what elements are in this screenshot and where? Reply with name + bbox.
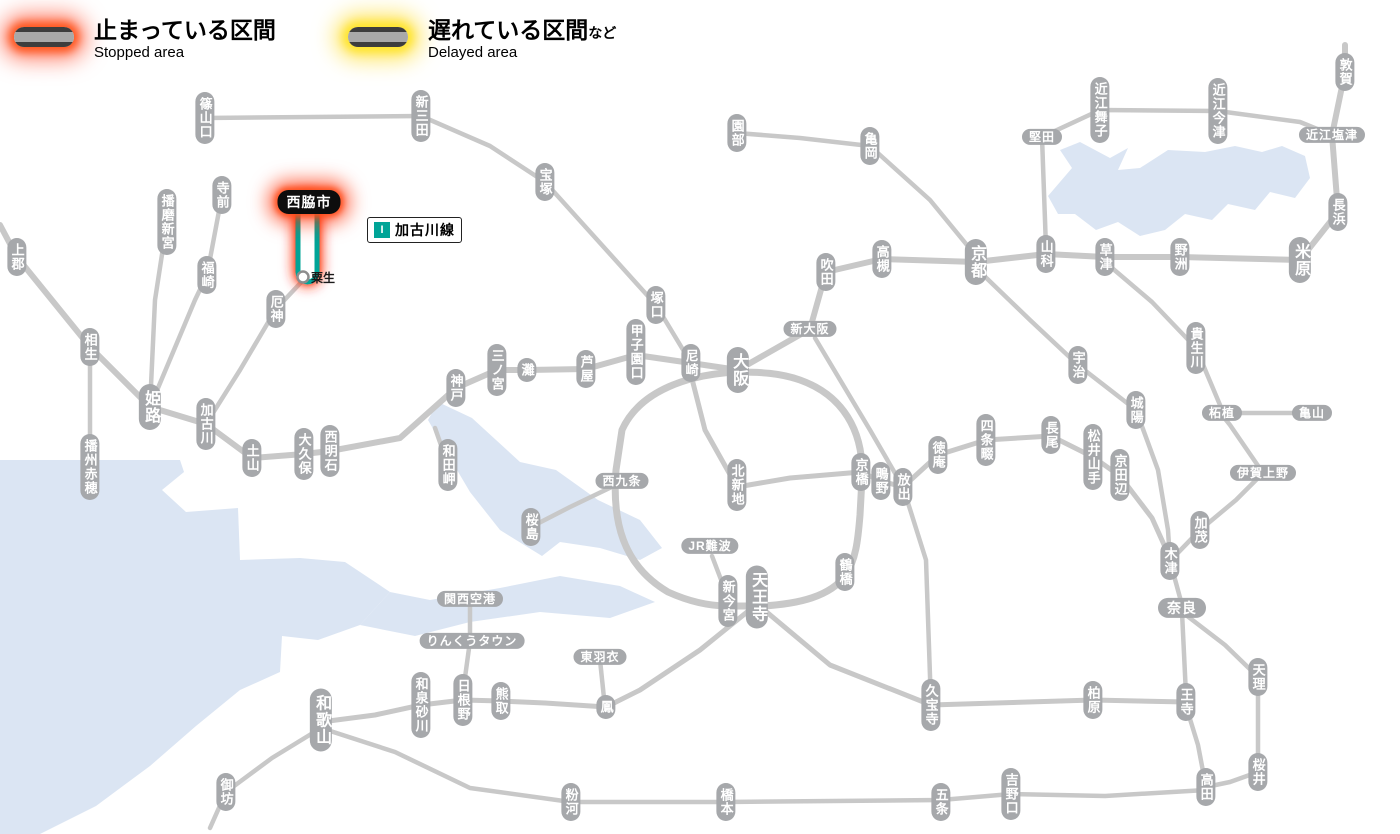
water-kobe-harbor <box>428 402 662 560</box>
ao-station-label: 粟生 <box>311 271 336 285</box>
line-symbol-icon: I <box>374 222 390 238</box>
line-sakurai <box>1179 609 1261 790</box>
line-yamatoji <box>754 601 1189 708</box>
line-badge-name: 加古川線 <box>395 222 455 238</box>
terminal-station-nishiwakishi[interactable]: 西脇市 <box>277 190 341 214</box>
legend-delayed-sublabel: Delayed area <box>428 44 518 62</box>
line-kansai-east <box>1167 412 1266 564</box>
legend-delayed-label-suffix: など <box>588 25 617 41</box>
kakogawa-line-badge[interactable]: I 加古川線 <box>367 217 462 243</box>
line-hanwa <box>318 601 760 725</box>
line-yumesaki <box>528 480 623 530</box>
line-kisei <box>207 725 324 831</box>
stopped-area-icon <box>14 27 74 47</box>
legend-delayed-label-main: 遅れている区間 <box>428 17 589 43</box>
line-wakayama-north <box>1183 703 1209 790</box>
line-sanyo-tokaido-hokuriku <box>0 42 1348 461</box>
line-jr-namba-spur <box>709 553 731 601</box>
legend-delayed-label: 遅れている区間など <box>428 17 617 43</box>
line-kusatsu <box>1102 259 1223 408</box>
delayed-area-icon <box>348 27 408 47</box>
water-lake-biwa <box>1048 142 1310 236</box>
line-oji-nara <box>1179 609 1189 698</box>
line-tozai-gakkentoshi <box>688 372 1173 561</box>
line-hagoromo-branch <box>597 657 607 701</box>
line-sagano <box>734 130 979 259</box>
water-osaka-bay <box>0 460 390 834</box>
legend-stopped-label: 止まっている区間 <box>94 17 276 43</box>
ao-station-circle <box>296 270 310 284</box>
line-kakogawa-gray <box>203 273 310 427</box>
line-kishin <box>147 219 170 410</box>
line-wakayama <box>318 725 1209 805</box>
legend-stopped: 止まっている区間 Stopped area <box>14 17 276 62</box>
line-kosei <box>1039 107 1335 251</box>
water-airport-strip <box>360 576 655 636</box>
line-bantan <box>147 192 225 410</box>
line-osaka-loop <box>611 368 866 610</box>
line-osaka-higashi <box>812 335 934 708</box>
legend-delayed: 遅れている区間など Delayed area <box>348 17 617 62</box>
water-areas <box>0 142 1310 834</box>
legend-stopped-sublabel: Stopped area <box>94 44 185 62</box>
